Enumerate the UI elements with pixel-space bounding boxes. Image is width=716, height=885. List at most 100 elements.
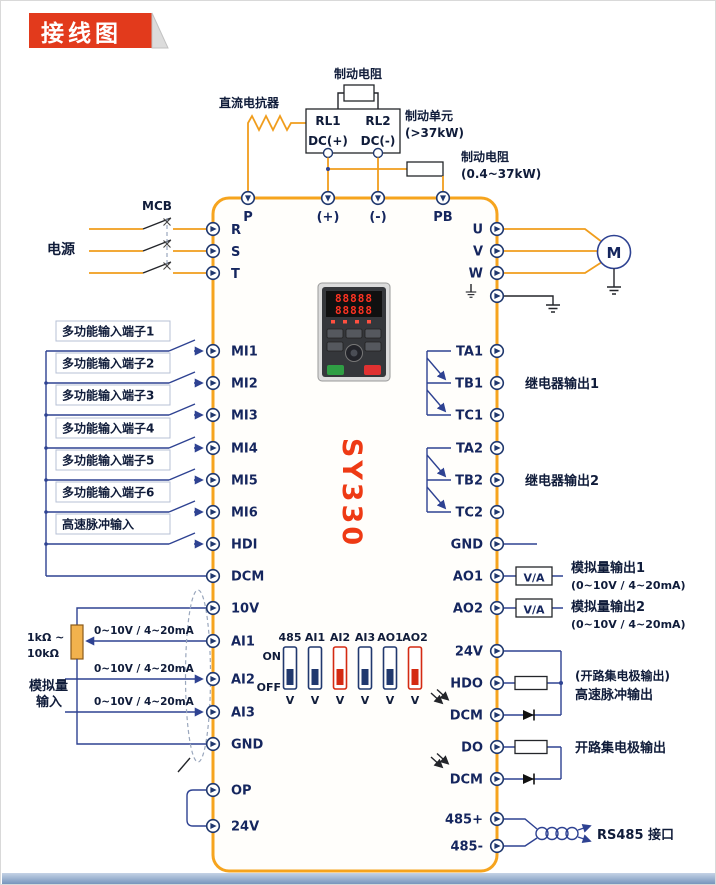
terminal-mi3 xyxy=(205,407,221,423)
terminal-r xyxy=(205,221,221,237)
dip-off-label: OFF xyxy=(257,681,281,694)
top-brake-circuit xyxy=(247,84,444,192)
ao2-label: 模拟量输出2 xyxy=(571,599,645,615)
terminal-u-label: U xyxy=(472,223,483,238)
input-label-box-6 xyxy=(55,481,171,503)
terminal-ao1 xyxy=(489,568,505,584)
dip-col-ai2: AI2 xyxy=(330,631,350,644)
rs485-circuit xyxy=(503,818,592,847)
terminal-24v-right xyxy=(489,643,505,659)
hdo-label-line2: 高速脉冲输出 xyxy=(575,687,653,703)
terminal-ai2-label: AI2 xyxy=(231,673,255,688)
ao2-va-label: V/A xyxy=(523,604,545,617)
terminal-minus xyxy=(370,190,386,206)
terminal-24v-left xyxy=(205,818,221,834)
keypad-display xyxy=(326,291,382,317)
motor-letter: M xyxy=(607,244,622,262)
dip-switch-ai3 xyxy=(357,646,373,690)
terminal-tc2 xyxy=(489,504,505,520)
terminal-u xyxy=(489,221,505,237)
dip-switch-485 xyxy=(282,646,298,690)
brake-unit-label: 制动单元 xyxy=(405,108,453,123)
keypad-stop-button xyxy=(364,365,381,375)
dip-col-ao1: AO1 xyxy=(377,631,403,644)
input-label-box-5 xyxy=(55,449,171,471)
model-name: SY330 xyxy=(336,438,367,548)
terminal-tb1 xyxy=(489,375,505,391)
do-diode-symbol xyxy=(522,772,535,786)
hdo-circuit xyxy=(430,650,563,722)
terminal-minus-label: (-) xyxy=(369,210,386,225)
ao2-range: (0~10V / 4~20mA) xyxy=(571,618,686,631)
dip-switch-ai1 xyxy=(307,646,323,690)
terminal-op-label: OP xyxy=(231,784,252,799)
mcb-label: MCB xyxy=(142,199,172,213)
terminal-v xyxy=(489,243,505,259)
terminal-485-plus-label: 485+ xyxy=(445,813,483,828)
terminal-p xyxy=(240,190,256,206)
terminal-485-minus xyxy=(489,838,505,854)
terminal-hdi xyxy=(205,536,221,552)
do-label: 开路集电极输出 xyxy=(575,740,666,756)
terminal-s xyxy=(205,243,221,259)
dip-switch-ao2 xyxy=(407,646,423,690)
analog-group-label-line2: 输入 xyxy=(36,694,62,710)
ao1-range: (0~10V / 4~20mA) xyxy=(571,579,686,592)
terminal-mi1 xyxy=(205,343,221,359)
brake-unit-rating: (>37kW) xyxy=(405,126,464,140)
terminal-pe xyxy=(489,288,505,304)
terminal-10v xyxy=(205,600,221,616)
terminal-ta2-label: TA2 xyxy=(456,442,483,457)
terminal-ao1-label: AO1 xyxy=(453,570,483,585)
terminal-do xyxy=(489,739,505,755)
terminal-mi2 xyxy=(205,375,221,391)
ai2-range-label: 0~10V / 4~20mA xyxy=(94,663,195,675)
terminal-dcm xyxy=(205,568,221,584)
dip-v-2: V xyxy=(336,694,345,707)
dip-switch-ao1 xyxy=(382,646,398,690)
terminal-dcm-label: DCM xyxy=(231,570,264,585)
terminal-mi4 xyxy=(205,440,221,456)
digital-input-wires xyxy=(44,339,207,577)
brake-resistor2-label: 制动电阻 xyxy=(461,149,509,164)
terminal-24v-right-label: 24V xyxy=(455,645,483,660)
terminal-dcm-do-label: DCM xyxy=(450,773,483,788)
input-label-box-1 xyxy=(55,320,171,342)
terminal-hdo xyxy=(489,675,505,691)
ao2-circuit xyxy=(503,598,563,618)
ai3-range-label: 0~10V / 4~20mA xyxy=(94,696,195,708)
dip-col-485: 485 xyxy=(279,631,302,644)
terminal-t-label: T xyxy=(231,267,240,282)
dip-on-label: ON xyxy=(262,650,281,663)
terminal-mi5 xyxy=(205,472,221,488)
dip-v-3: V xyxy=(361,694,370,707)
terminal-pb-label: PB xyxy=(433,210,452,225)
terminal-hdo-label: HDO xyxy=(450,677,483,692)
title-badge: 接线图 xyxy=(29,12,169,49)
input-label-2: 多功能输入端子2 xyxy=(62,356,154,371)
terminal-10v-label: 10V xyxy=(231,602,259,617)
dip-v-0: V xyxy=(286,694,295,707)
terminal-485-minus-label: 485- xyxy=(450,840,483,855)
terminal-s-label: S xyxy=(231,245,240,260)
dip-v-1: V xyxy=(311,694,320,707)
relay2-contacts xyxy=(426,447,451,513)
ao1-va-switch-box xyxy=(515,566,553,586)
dc-reactor-label: 直流电抗器 xyxy=(219,95,280,110)
terminal-ai3-label: AI3 xyxy=(231,706,255,721)
input-label-4: 多功能输入端子4 xyxy=(62,421,154,436)
terminal-mi2-label: MI2 xyxy=(231,377,258,392)
terminal-gnd-right xyxy=(489,536,505,552)
terminal-mi4-label: MI4 xyxy=(231,442,258,457)
terminal-mi6-label: MI6 xyxy=(231,506,258,521)
rl1-label: RL1 xyxy=(315,114,340,128)
motor-ground-symbol xyxy=(606,286,622,295)
terminal-dcm-do xyxy=(489,771,505,787)
hdo-load-symbol xyxy=(514,675,548,691)
dip-col-ai1: AI1 xyxy=(305,631,325,644)
terminal-dcm-hdo xyxy=(489,707,505,723)
terminal-24v-left-label: 24V xyxy=(231,820,259,835)
terminal-mi5-label: MI5 xyxy=(231,474,258,489)
